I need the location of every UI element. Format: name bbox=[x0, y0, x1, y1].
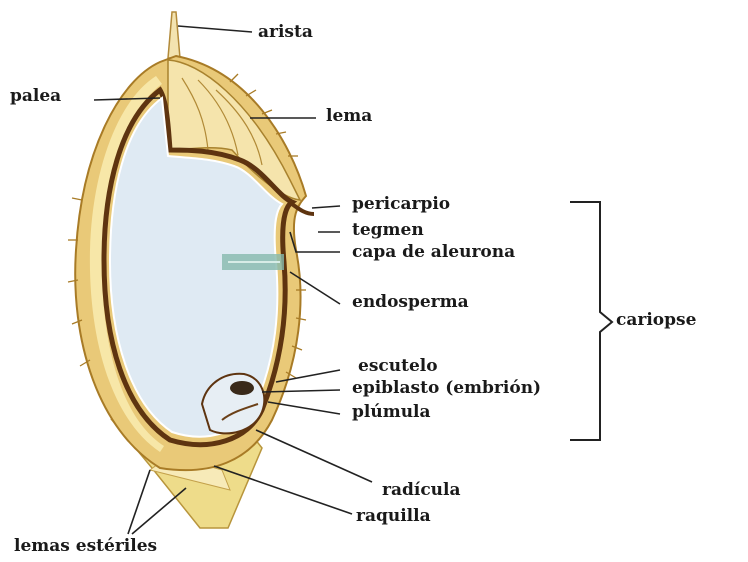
leader-radicula bbox=[256, 430, 372, 482]
label-escutelo: escutelo bbox=[358, 358, 438, 375]
leader-plumula bbox=[268, 402, 340, 414]
leader-esteriles-2 bbox=[132, 488, 186, 534]
label-palea: palea bbox=[10, 88, 61, 105]
label-arista: arista bbox=[258, 24, 313, 41]
label-cariopse: cariopse bbox=[616, 312, 696, 329]
leader-pericarpio bbox=[312, 206, 340, 208]
label-raquilla: raquilla bbox=[356, 508, 431, 525]
leader-arista bbox=[178, 26, 252, 32]
label-capa-aleurona: capa de aleurona bbox=[352, 244, 515, 261]
label-pericarpio: pericarpio bbox=[352, 196, 450, 213]
label-lema: lema bbox=[326, 108, 372, 125]
label-epiblasto: epiblasto (embrión) bbox=[352, 380, 541, 397]
label-lemas-esteriles: lemas estériles bbox=[14, 538, 157, 555]
awn-shape bbox=[168, 12, 180, 58]
leader-aleurona bbox=[290, 232, 340, 252]
label-endosperma: endosperma bbox=[352, 294, 469, 311]
label-tegmen: tegmen bbox=[352, 222, 424, 239]
leader-esteriles-1 bbox=[128, 470, 150, 534]
label-radicula: radícula bbox=[382, 482, 461, 499]
cariopse-bracket bbox=[570, 202, 612, 440]
label-plumula: plúmula bbox=[352, 404, 431, 421]
epiblast-shape bbox=[230, 381, 254, 395]
